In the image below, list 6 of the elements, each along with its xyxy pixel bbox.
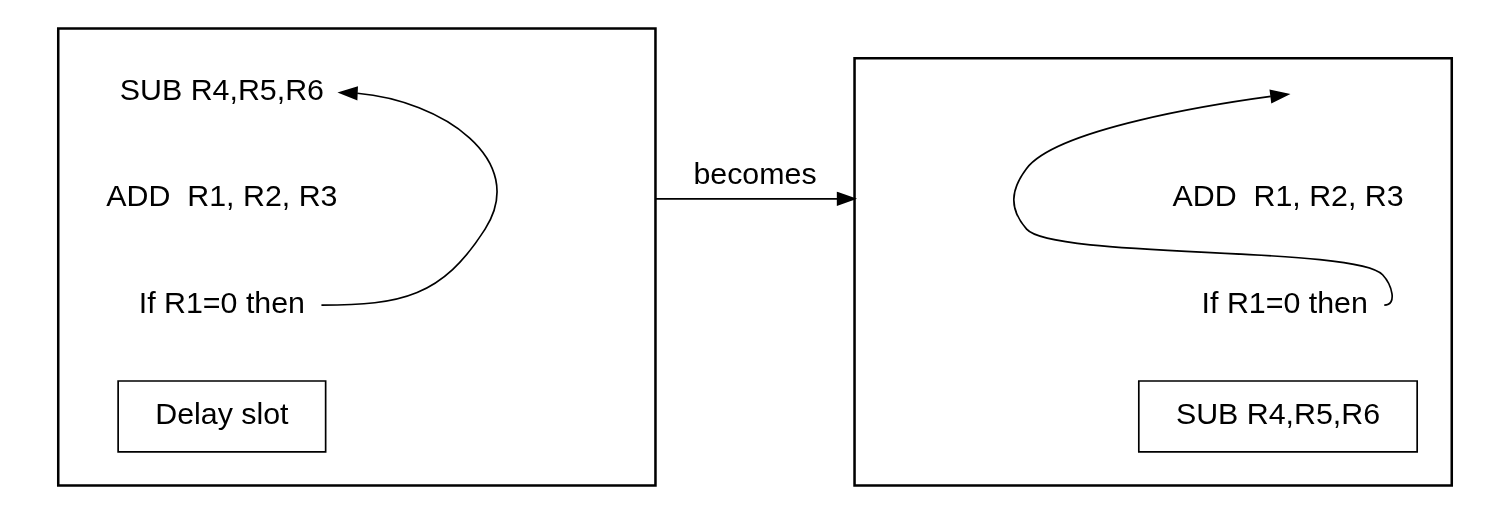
node-text: ADD R1, R2, R3: [1172, 179, 1404, 213]
node-text: If R1=0 then: [1201, 285, 1368, 319]
node-text: If R1=0 then: [138, 285, 305, 319]
node-text: SUB R4,R5,R6: [119, 72, 324, 106]
edge-label: becomes: [692, 157, 817, 191]
node-text: ADD R1, R2, R3: [105, 179, 337, 213]
